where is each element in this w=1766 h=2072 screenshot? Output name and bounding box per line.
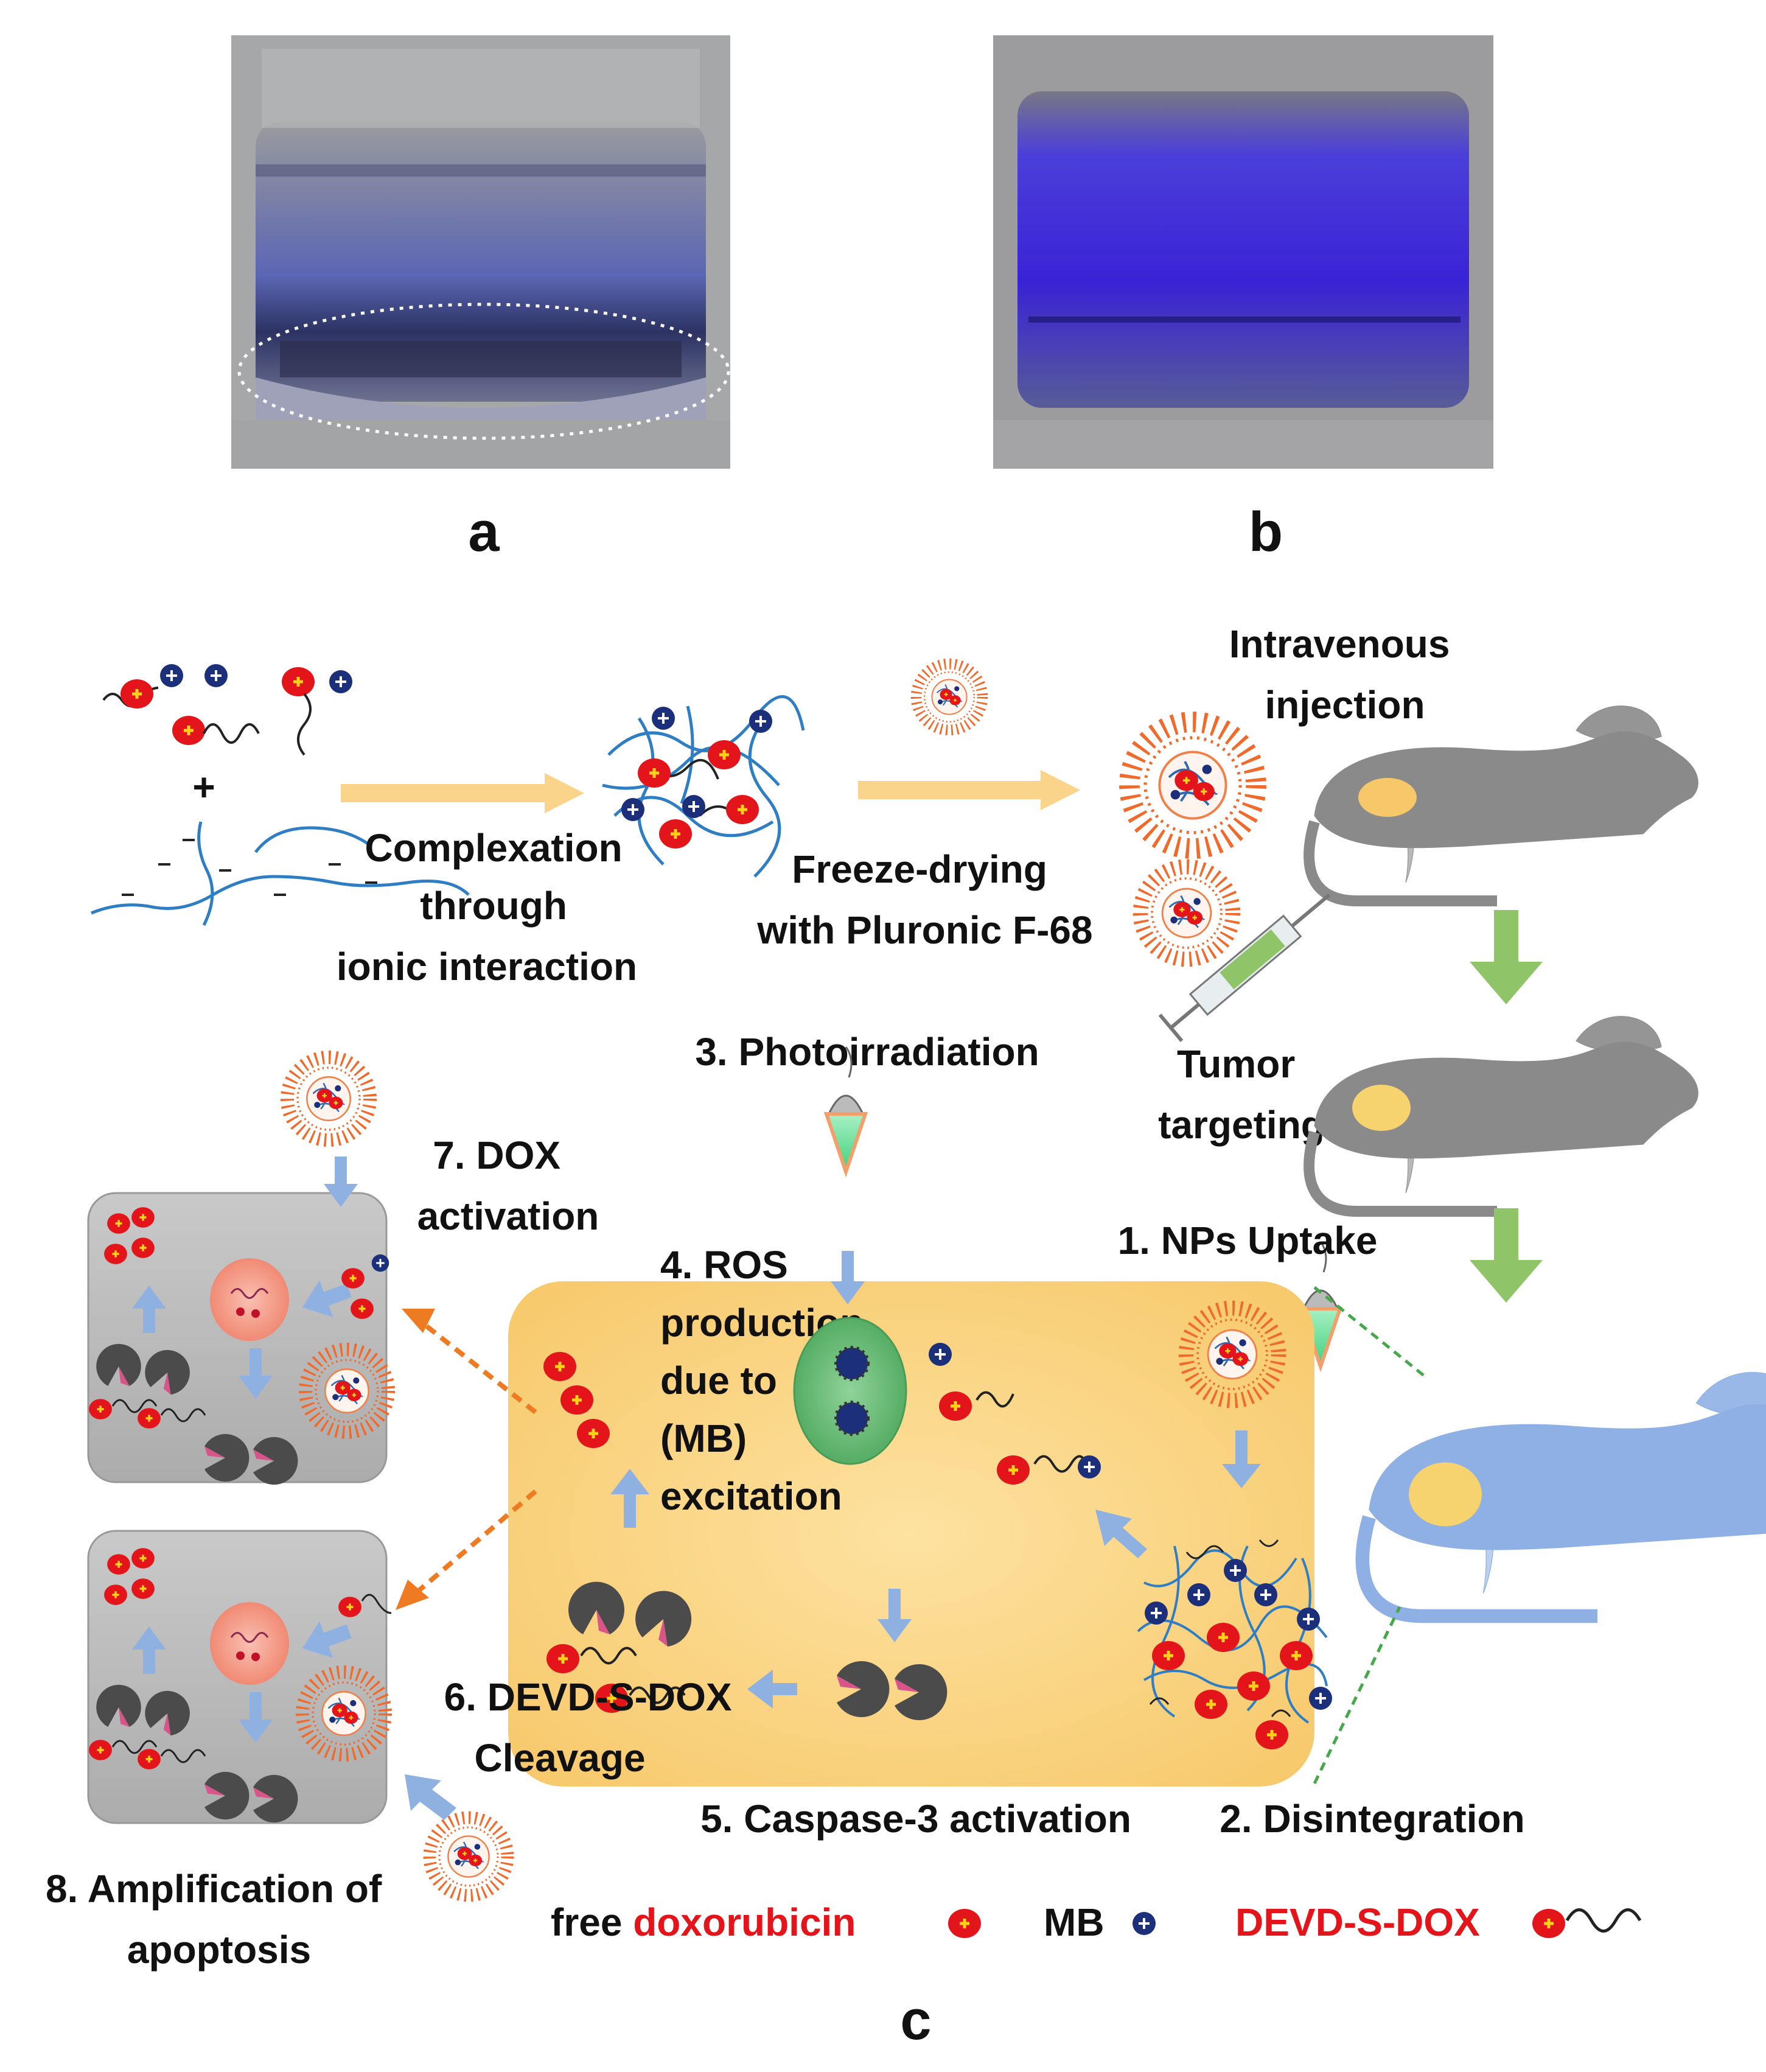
panel-label-c: c xyxy=(900,1989,931,2051)
panel-label-b: b xyxy=(1249,501,1283,563)
precipitate-outline xyxy=(237,303,730,440)
devd-s-dox-icon xyxy=(1532,1909,1565,1938)
uptake-arrow xyxy=(1470,1208,1543,1303)
targeting-arrow xyxy=(1470,910,1543,1004)
uptake-label: 1. NPs Uptake xyxy=(1118,1219,1378,1262)
plus-sign: + xyxy=(192,765,215,809)
ionic-complex-icon xyxy=(602,695,805,878)
svg-text:free doxorubicin: free doxorubicin xyxy=(551,1900,856,1944)
tumor-targeting-label: Tumor targeting xyxy=(1158,1042,1325,1147)
ros-arrow xyxy=(831,1251,865,1304)
laser-icon xyxy=(823,1046,868,1178)
freeze-drying-arrow xyxy=(858,770,1080,810)
apoptotic-cell-2 xyxy=(87,1530,391,1824)
amplification-label: 8. Amplification of apoptosis xyxy=(46,1867,393,1972)
syringe-icon xyxy=(1158,893,1331,1042)
tumor-cell xyxy=(508,1281,1314,1787)
zoom-lines xyxy=(1313,1286,1425,1785)
vial-photo-a xyxy=(231,35,730,469)
components-group: + xyxy=(91,663,470,926)
cleavage-arrow xyxy=(747,1670,797,1709)
legend-devd-s-dox: DEVD-S-DOX xyxy=(1235,1900,1480,1944)
caspase-label: 5. Caspase-3 activation xyxy=(700,1797,1131,1841)
cleavage-label: 6. DEVD-S-DOX Cleavage xyxy=(444,1675,743,1780)
vial-photo-b xyxy=(993,35,1493,469)
caspase-arrow xyxy=(878,1589,912,1642)
legend-doxorubicin: doxorubicin xyxy=(633,1900,856,1944)
micelle-entry-arrow xyxy=(405,1774,456,1820)
disintegrated-nanoparticle-icon xyxy=(1137,1539,1333,1749)
legend-free-prefix: free xyxy=(551,1900,633,1944)
complexation-label: Complexation through ionic interaction xyxy=(337,826,637,989)
panel-label-a: a xyxy=(468,501,500,563)
activation-arrow xyxy=(610,1469,649,1528)
nanoparticle-icon-small xyxy=(1140,867,1233,959)
pluronic-micelle-icon xyxy=(916,664,983,730)
freeze-drying-label: Freeze-drying with Pluronic F-68 xyxy=(756,847,1092,952)
dox-molecule-icon xyxy=(120,679,153,709)
complexation-arrow xyxy=(341,773,584,813)
mouse-icon-tumor xyxy=(1309,1017,1698,1211)
release-arrow xyxy=(1095,1510,1147,1558)
photoirradiation-label: 3. Photoirradiation xyxy=(695,1030,1039,1074)
mb-molecule-icon xyxy=(159,663,184,688)
legend-mb: MB xyxy=(1044,1900,1105,1944)
disintegration-label: 2. Disintegration xyxy=(1220,1797,1524,1841)
mb-excitation-nucleus xyxy=(793,1317,907,1465)
nucleus-icon xyxy=(210,1258,289,1341)
nanoparticle-icon xyxy=(1129,722,1256,849)
iv-injection-label: Intravenous injection xyxy=(1229,622,1461,727)
legend: free doxorubicin MB DEVD-S-DOX xyxy=(551,1900,1642,1944)
amplification-arrows xyxy=(396,1309,537,1610)
mouse-icon-treated xyxy=(1363,1373,1766,1616)
mouse-icon-injection xyxy=(1309,706,1698,901)
apoptotic-cell-1 xyxy=(87,1192,389,1485)
dox-activation-label: 7. DOX activation xyxy=(417,1133,599,1238)
